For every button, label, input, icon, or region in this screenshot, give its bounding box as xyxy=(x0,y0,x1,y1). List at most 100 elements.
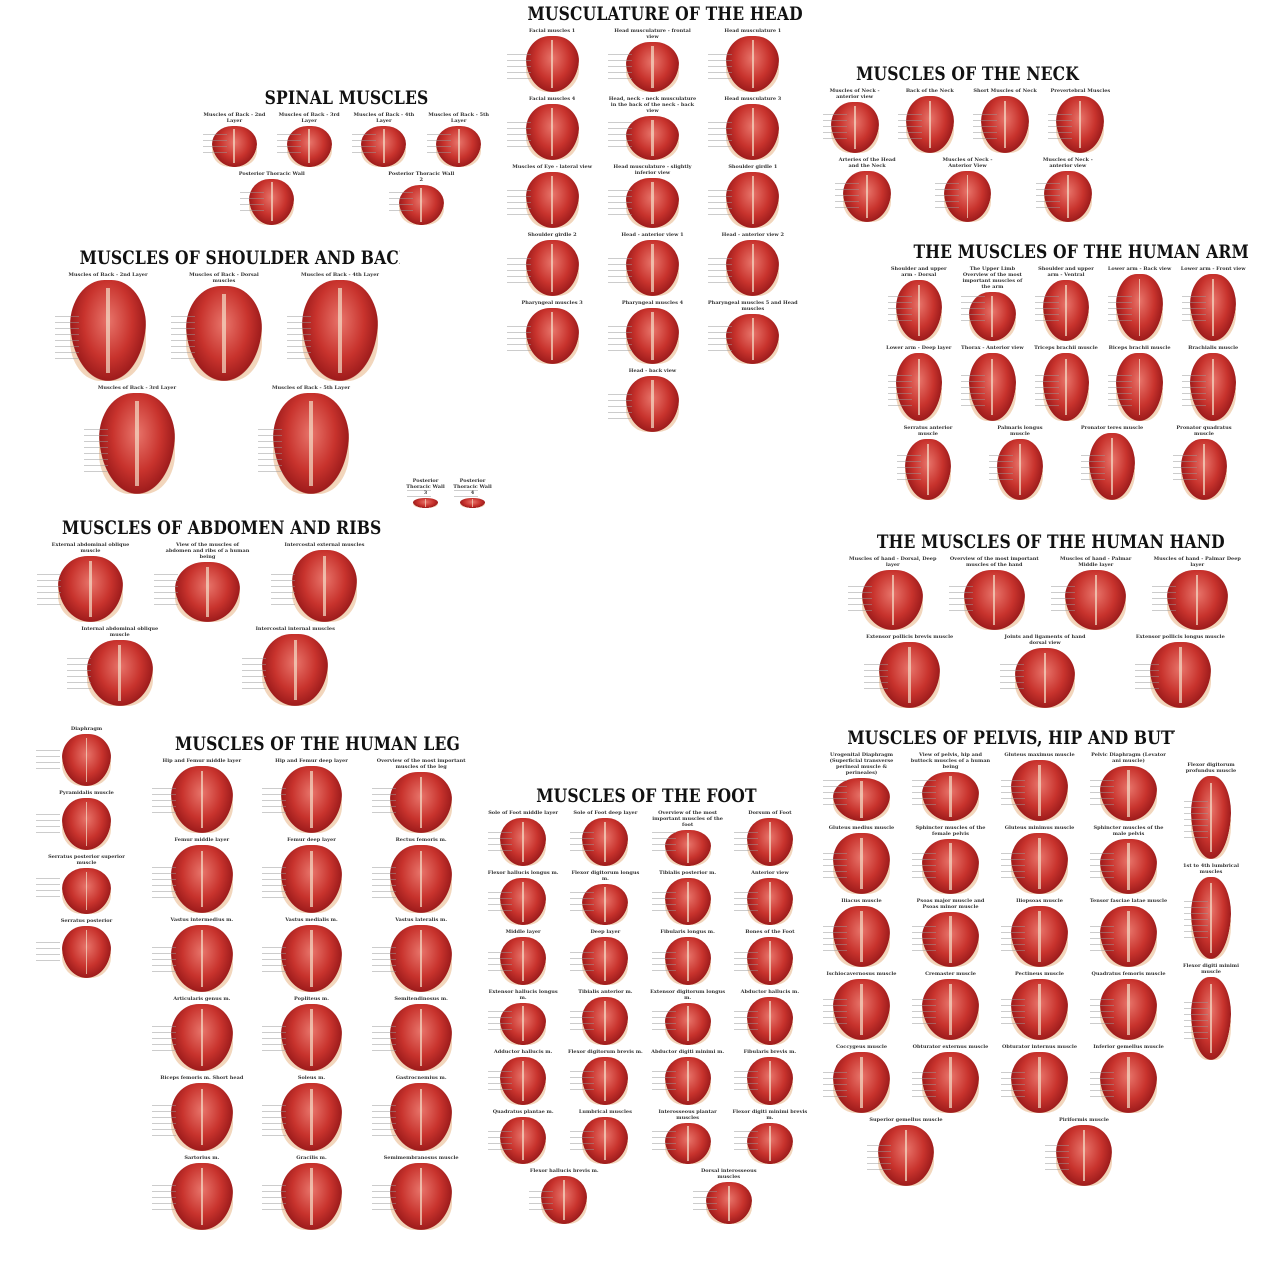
anatomy-figure: View of the muscles of abdomen and ribs … xyxy=(152,542,262,622)
figure-caption: Prevertebral Muscles xyxy=(1050,88,1111,94)
label-leader-lines xyxy=(426,133,451,156)
muscle-illustration xyxy=(626,42,679,92)
anatomy-figure: Thorax - Anterior view xyxy=(959,345,1025,421)
anatomy-figure: Middle layer xyxy=(486,929,561,986)
label-leader-lines xyxy=(84,428,109,473)
label-leader-lines xyxy=(652,1130,676,1154)
figure-caption: Head musculature - slightly inferior vie… xyxy=(613,164,692,176)
muscle-illustration xyxy=(626,178,679,228)
anatomy-figure: Dorsum of Foot xyxy=(732,810,807,866)
label-leader-lines xyxy=(847,585,872,616)
label-leader-lines xyxy=(961,296,986,327)
poster-title: MUSCLES OF THE HUMAN LEG xyxy=(174,733,461,755)
label-leader-lines xyxy=(55,315,80,360)
anatomy-figure: Extensor hallucis longus m. xyxy=(486,989,561,1045)
anatomy-figure: Shoulder and upper arm - Dorsal xyxy=(886,266,952,342)
anatomy-figure: Internal abdominal oblique muscle xyxy=(65,626,175,706)
label-leader-lines xyxy=(867,1144,891,1173)
poster-title: SPINAL MUSCLES xyxy=(264,87,429,109)
muscle-illustration xyxy=(626,308,679,364)
anatomy-figure: Brachialis muscle xyxy=(1180,345,1246,421)
anatomy-figure: Shoulder girdle 2 xyxy=(505,232,599,296)
figure-caption: Superior gemellus muscle xyxy=(869,1117,943,1123)
label-leader-lines xyxy=(487,1071,512,1094)
anatomy-figure: Lower arm - Back view xyxy=(1106,266,1172,342)
figure-caption: Abductor hallucis m. xyxy=(740,989,800,996)
figure-caption: Sole of Foot deep layer xyxy=(573,810,638,816)
label-leader-lines xyxy=(36,942,60,966)
label-leader-lines xyxy=(1050,585,1075,616)
muscle-illustration xyxy=(412,498,439,508)
anatomy-figure: Muscles of hand - Palmar Deep layer xyxy=(1150,556,1245,630)
anatomy-figure: Iliopsoas muscle xyxy=(999,898,1081,967)
figure-caption: Gluteus maximus muscle xyxy=(1004,752,1075,758)
anatomy-figure: Superior gemellus muscle xyxy=(865,1117,947,1186)
figure-caption: Muscles of Back - Dorsal muscles xyxy=(189,272,259,284)
anatomy-figure: Iliacus muscle xyxy=(821,898,903,967)
figure-caption: Sartorius m. xyxy=(184,1154,220,1161)
muscle-illustration xyxy=(626,240,679,296)
label-leader-lines xyxy=(261,1184,286,1215)
muscle-illustration xyxy=(1189,274,1237,342)
figure-caption: Fibularis brevis m. xyxy=(743,1048,797,1055)
muscle-illustration xyxy=(1042,353,1090,421)
anatomy-figure: Flexor digitorum longus m. xyxy=(568,870,643,926)
anatomy-figure: Posterior Thoracic Wall 2 xyxy=(387,171,455,225)
label-leader-lines xyxy=(1080,454,1105,485)
figure-caption: Dorsal interosseous muscles xyxy=(700,1168,757,1181)
muscle-illustration xyxy=(525,36,579,92)
figure-caption: View of the muscles of abdomen and ribs … xyxy=(165,542,250,560)
muscle-illustration xyxy=(746,877,793,926)
anatomy-figure: Gracilis m. xyxy=(260,1155,363,1230)
label-leader-lines xyxy=(911,1071,936,1100)
muscle-illustration xyxy=(280,1162,343,1230)
label-leader-lines xyxy=(271,574,296,606)
anatomy-figure: Back of the Neck xyxy=(896,88,964,153)
figure-caption: Pharyngeal muscles 4 xyxy=(621,300,684,306)
anatomy-figure: Short Muscles of Neck xyxy=(971,88,1039,153)
anatomy-figure: Fibularis brevis m. xyxy=(732,1049,807,1105)
muscle-illustration xyxy=(626,376,679,432)
anatomy-figure: Muscles of Back - 3rd Layer xyxy=(82,385,191,494)
figure-caption: Gluteus medius muscle xyxy=(828,825,895,831)
label-leader-lines xyxy=(822,852,847,881)
label-leader-lines xyxy=(1048,114,1073,140)
label-leader-lines xyxy=(36,750,60,774)
anatomy-figure: Extensor pollicis longus muscle xyxy=(1133,634,1228,708)
label-leader-lines xyxy=(152,1184,177,1215)
anatomy-figure: Flexor hallucis brevis m. xyxy=(527,1168,602,1224)
label-leader-lines xyxy=(507,325,532,352)
label-leader-lines xyxy=(202,133,227,156)
label-leader-lines xyxy=(734,1130,759,1154)
label-leader-lines xyxy=(569,1071,594,1094)
anatomy-figure: Head musculature 1 xyxy=(706,28,800,92)
figure-caption: Muscles of Back - 3rd Layer xyxy=(278,112,340,124)
label-leader-lines xyxy=(911,779,936,808)
figure-caption: Facial muscles 1 xyxy=(529,28,576,34)
anatomy-figure: Head - anterior view 2 xyxy=(706,232,800,296)
anatomy-figure: The Upper Limb Overview of the most impo… xyxy=(959,266,1025,342)
anatomy-figure: Flexor digiti minimi muscle xyxy=(1182,963,1240,1060)
figure-caption: Muscles of Neck - Anterior View xyxy=(942,157,993,169)
anatomy-figure: Muscles of Neck - anterior view xyxy=(821,88,889,153)
anatomy-figure: Bones of the Foot xyxy=(732,929,807,986)
label-leader-lines xyxy=(154,574,179,606)
figure-caption: Sphincter muscles of the female pelvis xyxy=(915,825,986,837)
anatomy-figure: Anterior view xyxy=(732,870,807,926)
anatomy-figure: Muscles of Back - 4th Layer xyxy=(350,112,418,167)
figure-caption: Overview of the most important muscles o… xyxy=(652,810,723,828)
figure-caption: Deep layer xyxy=(590,929,621,936)
label-leader-lines xyxy=(822,779,847,808)
label-leader-lines xyxy=(258,428,283,473)
anatomy-figure: Serratus anterior muscle xyxy=(895,425,961,500)
label-leader-lines xyxy=(887,296,912,327)
muscle-illustration xyxy=(879,642,941,708)
label-leader-lines xyxy=(487,891,512,915)
